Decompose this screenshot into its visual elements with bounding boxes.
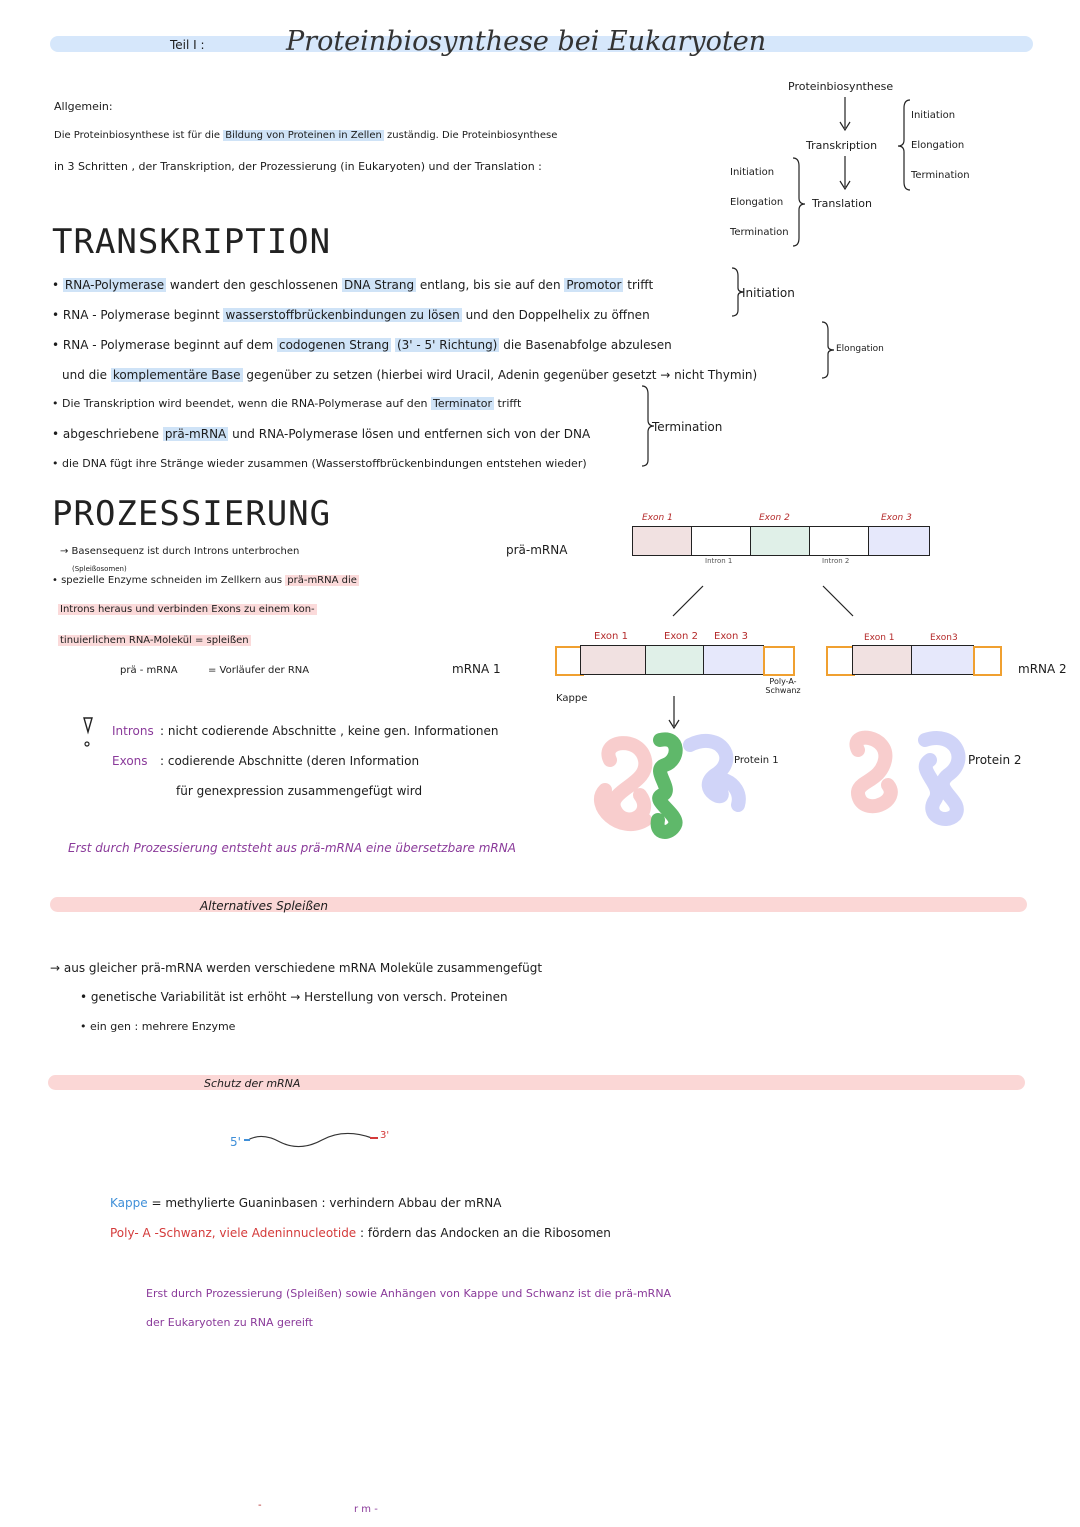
overview-translation: Translation bbox=[812, 197, 872, 210]
mrna1-exon-1-label: Exon 1 bbox=[594, 631, 628, 642]
kappe-term: Kappe bbox=[110, 1196, 148, 1210]
pra-intron-2-label: Intron 2 bbox=[822, 557, 850, 565]
kappe-line: Kappe = methylierte Guaninbasen : verhin… bbox=[110, 1196, 502, 1210]
transkription-line-6: • abgeschriebene prä-mRNA und RNA-Polyme… bbox=[52, 427, 591, 441]
footer-mark-a: - bbox=[258, 1500, 262, 1511]
kappe-label: Kappe bbox=[556, 693, 588, 704]
mrna2-polya bbox=[973, 646, 1002, 676]
mrna1-exon-2-label: Exon 2 bbox=[664, 631, 698, 642]
brace-termination: Termination bbox=[652, 420, 723, 434]
final-line-2: der Eukaryoten zu RNA gereift bbox=[146, 1316, 313, 1329]
alternativ-line-2: • genetische Variabilität ist erhöht → H… bbox=[80, 990, 508, 1004]
overview-right-2: Elongation bbox=[911, 140, 965, 151]
mrna1-exon-2 bbox=[646, 646, 704, 674]
overview-root: Proteinbiosynthese bbox=[788, 80, 894, 93]
pra-mrna-label: prä-mRNA bbox=[506, 543, 568, 557]
mrna1-strand bbox=[580, 645, 764, 675]
mrna2-exon-1 bbox=[853, 646, 912, 674]
alternativ-line-3: • ein gen : mehrere Enzyme bbox=[80, 1020, 236, 1033]
polya-term: Poly- A -Schwanz, viele Adeninnucleotide bbox=[110, 1226, 357, 1240]
heading-prozessierung: PROZESSIERUNG bbox=[52, 494, 332, 534]
alternativ-band bbox=[50, 897, 1027, 912]
mrna2-label: mRNA 2 bbox=[1018, 662, 1067, 676]
final-line-1: Erst durch Prozessierung (Spleißen) sowi… bbox=[146, 1287, 672, 1300]
intro-line-1: Die Proteinbiosynthese ist für die Bildu… bbox=[54, 130, 558, 141]
heading-transkription: TRANSKRIPTION bbox=[52, 222, 332, 262]
transkription-line-7: • die DNA fügt ihre Stränge wieder zusam… bbox=[52, 457, 587, 470]
intron-text: : nicht codierende Abschnitte , keine ge… bbox=[160, 724, 499, 738]
protein-1-label: Protein 1 bbox=[734, 755, 779, 766]
mrna1-exon-1 bbox=[581, 646, 646, 674]
overview-right-1: Initiation bbox=[911, 110, 956, 121]
proz-line-2: • spezielle Enzyme schneiden im Zellkern… bbox=[52, 575, 359, 586]
polya-label: Poly-A-Schwanz bbox=[765, 677, 801, 695]
overview-right-3: Termination bbox=[911, 170, 970, 181]
overview-left-1: Initiation bbox=[730, 167, 775, 178]
mrna1-label: mRNA 1 bbox=[452, 662, 501, 676]
pra-exon-3 bbox=[869, 527, 929, 555]
transkription-line-3: • RNA - Polymerase beginnt auf dem codog… bbox=[52, 338, 672, 352]
alternativ-line-1: → aus gleicher prä-mRNA werden verschied… bbox=[50, 961, 543, 975]
pra-exon-2-label: Exon 2 bbox=[759, 513, 790, 523]
polya-line: Poly- A -Schwanz, viele Adeninnucleotide… bbox=[110, 1226, 611, 1240]
proz-line-1-small: (Spleißosomen) bbox=[72, 565, 127, 573]
brace-elongation: Elongation bbox=[836, 344, 884, 354]
pra-exon-2 bbox=[751, 527, 810, 555]
mrna2-strand bbox=[852, 645, 974, 675]
three-prime: 3' bbox=[380, 1130, 390, 1141]
transkription-line-2: • RNA - Polymerase beginnt wasserstoffbr… bbox=[52, 308, 650, 322]
overview-left-3: Termination bbox=[730, 227, 789, 238]
overview-left-2: Elongation bbox=[730, 197, 784, 208]
proz-line-1: → Basensequenz ist durch Introns unterbr… bbox=[60, 546, 300, 557]
exon-label: Exons bbox=[112, 754, 148, 768]
overview-transkription: Transkription bbox=[806, 139, 878, 152]
proz-line-5-b: = Vorläufer der RNA bbox=[208, 665, 310, 676]
pra-intron-1 bbox=[692, 527, 751, 555]
proz-line-4: tinuierlichem RNA-Molekül = spleißen bbox=[58, 635, 251, 646]
intro-line-2: in 3 Schritten , der Transkription, der … bbox=[54, 160, 542, 173]
pra-exon-1-label: Exon 1 bbox=[642, 513, 673, 523]
schutz-band bbox=[48, 1075, 1025, 1090]
pra-intron-1-label: Intron 1 bbox=[705, 557, 733, 565]
page-title: Proteinbiosynthese bei Eukaryoten bbox=[286, 26, 767, 57]
proz-line-5-a: prä - mRNA bbox=[120, 665, 178, 676]
pra-exon-3-label: Exon 3 bbox=[881, 513, 912, 523]
transkription-line-1: • RNA-Polymerase wandert den geschlossen… bbox=[52, 278, 654, 292]
transkription-line-4: und die komplementäre Base gegenüber zu … bbox=[62, 368, 758, 382]
protein-2-label: Protein 2 bbox=[968, 753, 1022, 767]
exon-text: : codierende Abschnitte (deren Informati… bbox=[160, 754, 420, 768]
teil-label: Teil I : bbox=[170, 38, 205, 52]
five-prime: 5' bbox=[230, 1135, 241, 1149]
mrna1-cap bbox=[555, 646, 584, 676]
mrna2-exon-1-label: Exon 1 bbox=[864, 633, 895, 643]
mrna1-polya bbox=[763, 646, 795, 676]
title-band bbox=[50, 36, 1033, 52]
mrna1-exon-3-label: Exon 3 bbox=[714, 631, 748, 642]
mrna1-exon-3 bbox=[704, 646, 763, 674]
alternativ-title: Alternatives Spleißen bbox=[200, 899, 328, 913]
pra-exon-1 bbox=[633, 527, 692, 555]
intro-label: Allgemein: bbox=[54, 100, 113, 113]
pra-intron-2 bbox=[810, 527, 869, 555]
proz-line-3: Introns heraus und verbinden Exons zu ei… bbox=[58, 604, 317, 615]
brace-initiation: Initiation bbox=[742, 286, 795, 300]
prozessierung-summary: Erst durch Prozessierung entsteht aus pr… bbox=[68, 841, 516, 855]
exon-text-2: für genexpression zusammengefügt wird bbox=[176, 784, 423, 798]
pra-mrna-strand bbox=[632, 526, 930, 556]
schutz-title: Schutz der mRNA bbox=[204, 1077, 301, 1090]
mrna2-exon-3-label: Exon3 bbox=[930, 633, 958, 643]
footer-mark-b: r m - bbox=[354, 1504, 378, 1515]
transkription-line-5: • Die Transkription wird beendet, wenn d… bbox=[52, 397, 522, 410]
intron-label: Introns bbox=[112, 724, 154, 738]
mrna2-exon-3 bbox=[912, 646, 973, 674]
